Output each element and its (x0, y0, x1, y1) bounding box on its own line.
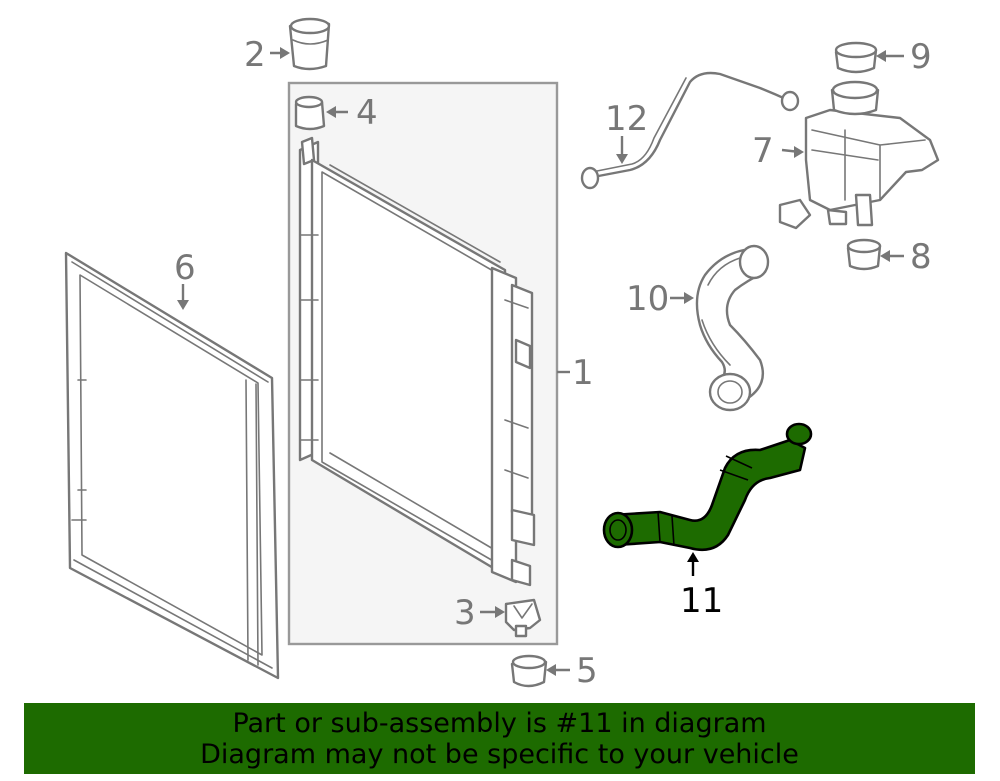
label-11: 11 (680, 581, 723, 621)
label-6: 6 (174, 248, 196, 288)
banner-line-2: Diagram may not be specific to your vehi… (200, 739, 799, 770)
part-8-grommet (846, 238, 882, 271)
label-9: 9 (910, 37, 932, 77)
radiator-shroud (64, 251, 280, 680)
part-10-hose (695, 244, 770, 412)
label-12: 12 (605, 99, 648, 139)
label-3: 3 (454, 593, 476, 633)
radiator (298, 136, 536, 587)
part-3-bracket (504, 598, 542, 638)
label-8: 8 (910, 237, 932, 277)
part-4-bushing (294, 95, 326, 131)
info-banner: Part or sub-assembly is #11 in diagram D… (24, 703, 975, 774)
label-2: 2 (244, 35, 266, 75)
label-5: 5 (576, 651, 598, 691)
part-11-hose-highlighted (602, 422, 813, 552)
part-12-pipe (580, 71, 800, 190)
part-9-cap (834, 41, 878, 74)
label-7: 7 (752, 131, 774, 171)
banner-line-1: Part or sub-assembly is #11 in diagram (232, 708, 767, 739)
label-10: 10 (626, 279, 669, 319)
part-7-expansion-tank (778, 80, 940, 230)
leader-lines (177, 47, 904, 676)
label-1: 1 (572, 353, 594, 393)
part-2-cap (288, 17, 331, 71)
part-5-grommet (510, 654, 548, 688)
label-4: 4 (356, 93, 378, 133)
